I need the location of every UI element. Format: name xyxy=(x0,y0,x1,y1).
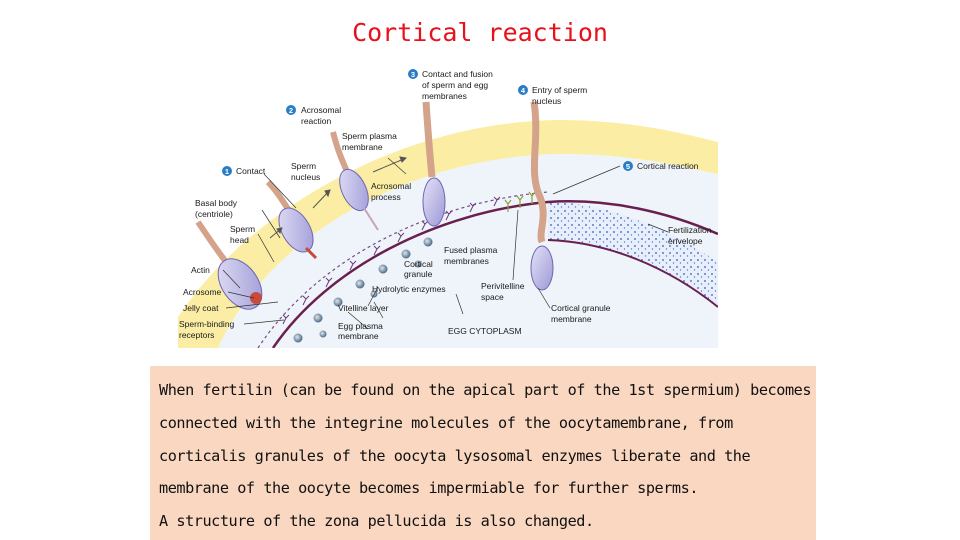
label-vitelline-layer: Vitelline layer xyxy=(338,303,389,313)
step-3-badge: 3 Contact and fusion of sperm and egg me… xyxy=(408,69,493,101)
step-5-badge: 5 Cortical reaction xyxy=(623,161,699,171)
label-sperm-binding: Sperm-binding xyxy=(179,319,235,329)
label-sperm-nucleus: Sperm xyxy=(291,161,316,171)
label-perivitelline-space: Perivitelline xyxy=(481,281,525,291)
cortical-granules xyxy=(293,237,433,343)
sperm-1 xyxy=(195,220,263,310)
explanation-line-5: A structure of the zona pellucida is als… xyxy=(159,512,594,531)
label-fertilization-envelope: Fertilization xyxy=(668,225,712,235)
label-cortical-granule: Cortical xyxy=(404,259,433,269)
label-jelly-coat: Jelly coat xyxy=(183,303,219,313)
svg-text:Contact: Contact xyxy=(236,166,266,176)
label-acrosomal-process-2: process xyxy=(371,192,401,202)
label-egg-cytoplasm: EGG CYTOPLASM xyxy=(448,326,522,336)
stage-arrows xyxy=(269,156,408,239)
svg-text:1: 1 xyxy=(225,167,229,176)
svg-text:reaction: reaction xyxy=(301,116,332,126)
label-hydrolytic-enzymes: Hydrolytic enzymes xyxy=(372,284,446,294)
step-2-badge: 2 Acrosomal reaction xyxy=(286,105,341,126)
label-actin: Actin xyxy=(191,265,210,275)
sperm-3 xyxy=(330,131,379,231)
label-sperm-plasma-membrane: Sperm plasma xyxy=(342,131,397,141)
label-acrosomal-process: Acrosomal xyxy=(371,181,411,191)
label-fused-plasma-membranes: Fused plasma xyxy=(444,245,498,255)
label-sperm-plasma-membrane-2: membrane xyxy=(342,142,383,152)
svg-text:Cortical reaction: Cortical reaction xyxy=(637,161,699,171)
slide-title: Cortical reaction xyxy=(352,18,608,47)
explanation-line-1: When fertilin (can be found on the apica… xyxy=(159,381,812,399)
svg-text:Acrosomal: Acrosomal xyxy=(301,105,341,115)
svg-text:4: 4 xyxy=(521,86,526,95)
label-basal-body-2: (centriole) xyxy=(195,209,233,219)
label-egg-plasma-membrane-2: membrane xyxy=(338,331,379,341)
explanation-line-2: connected with the integrine molecules o… xyxy=(159,413,733,432)
explanation-line-3: corticalis granules of the oocyta lysoso… xyxy=(159,446,751,465)
svg-text:2: 2 xyxy=(289,106,293,115)
svg-text:3: 3 xyxy=(411,70,415,79)
step-4-badge: 4 Entry of sperm nucleus xyxy=(518,85,587,106)
svg-text:nucleus: nucleus xyxy=(532,96,561,106)
svg-text:membranes: membranes xyxy=(422,91,467,101)
egg-plasma-membrane-line xyxy=(271,200,718,348)
label-basal-body: Basal body xyxy=(195,198,238,208)
step-1-badge: 1 Contact xyxy=(222,166,266,176)
svg-text:Contact and fusion: Contact and fusion xyxy=(422,69,493,79)
label-fused-plasma-membranes-2: membranes xyxy=(444,256,489,266)
label-acrosome: Acrosome xyxy=(183,287,222,297)
sperm-4 xyxy=(422,101,446,227)
label-cortical-granule-membrane: Cortical granule xyxy=(551,303,611,313)
sperm-5 xyxy=(530,101,554,291)
label-sperm-head: Sperm xyxy=(230,224,255,234)
svg-text:of sperm and egg: of sperm and egg xyxy=(422,80,488,90)
label-sperm-binding-2: receptors xyxy=(179,330,214,340)
label-cortical-granule-2: granule xyxy=(404,269,433,279)
label-fertilization-envelope-2: envelope xyxy=(668,236,703,246)
label-cortical-granule-membrane-2: membrane xyxy=(551,314,592,324)
label-egg-plasma-membrane: Egg plasma xyxy=(338,321,383,331)
label-perivitelline-space-2: space xyxy=(481,292,504,302)
sperm-2 xyxy=(265,179,318,260)
svg-text:Entry of sperm: Entry of sperm xyxy=(532,85,587,95)
sperm-binding-receptors xyxy=(282,196,501,325)
released-receptors xyxy=(504,191,536,212)
explanation-line-4: membrane of the oocyte becomes impermiab… xyxy=(159,479,699,498)
explanation-text-box: When fertilin (can be found on the apica… xyxy=(150,366,816,540)
fertilization-diagram: 1 Contact 2 Acrosomal reaction 3 Contact… xyxy=(178,62,718,350)
label-sperm-nucleus-2: nucleus xyxy=(291,172,320,182)
svg-text:5: 5 xyxy=(626,162,630,171)
label-sperm-head-2: head xyxy=(230,235,249,245)
